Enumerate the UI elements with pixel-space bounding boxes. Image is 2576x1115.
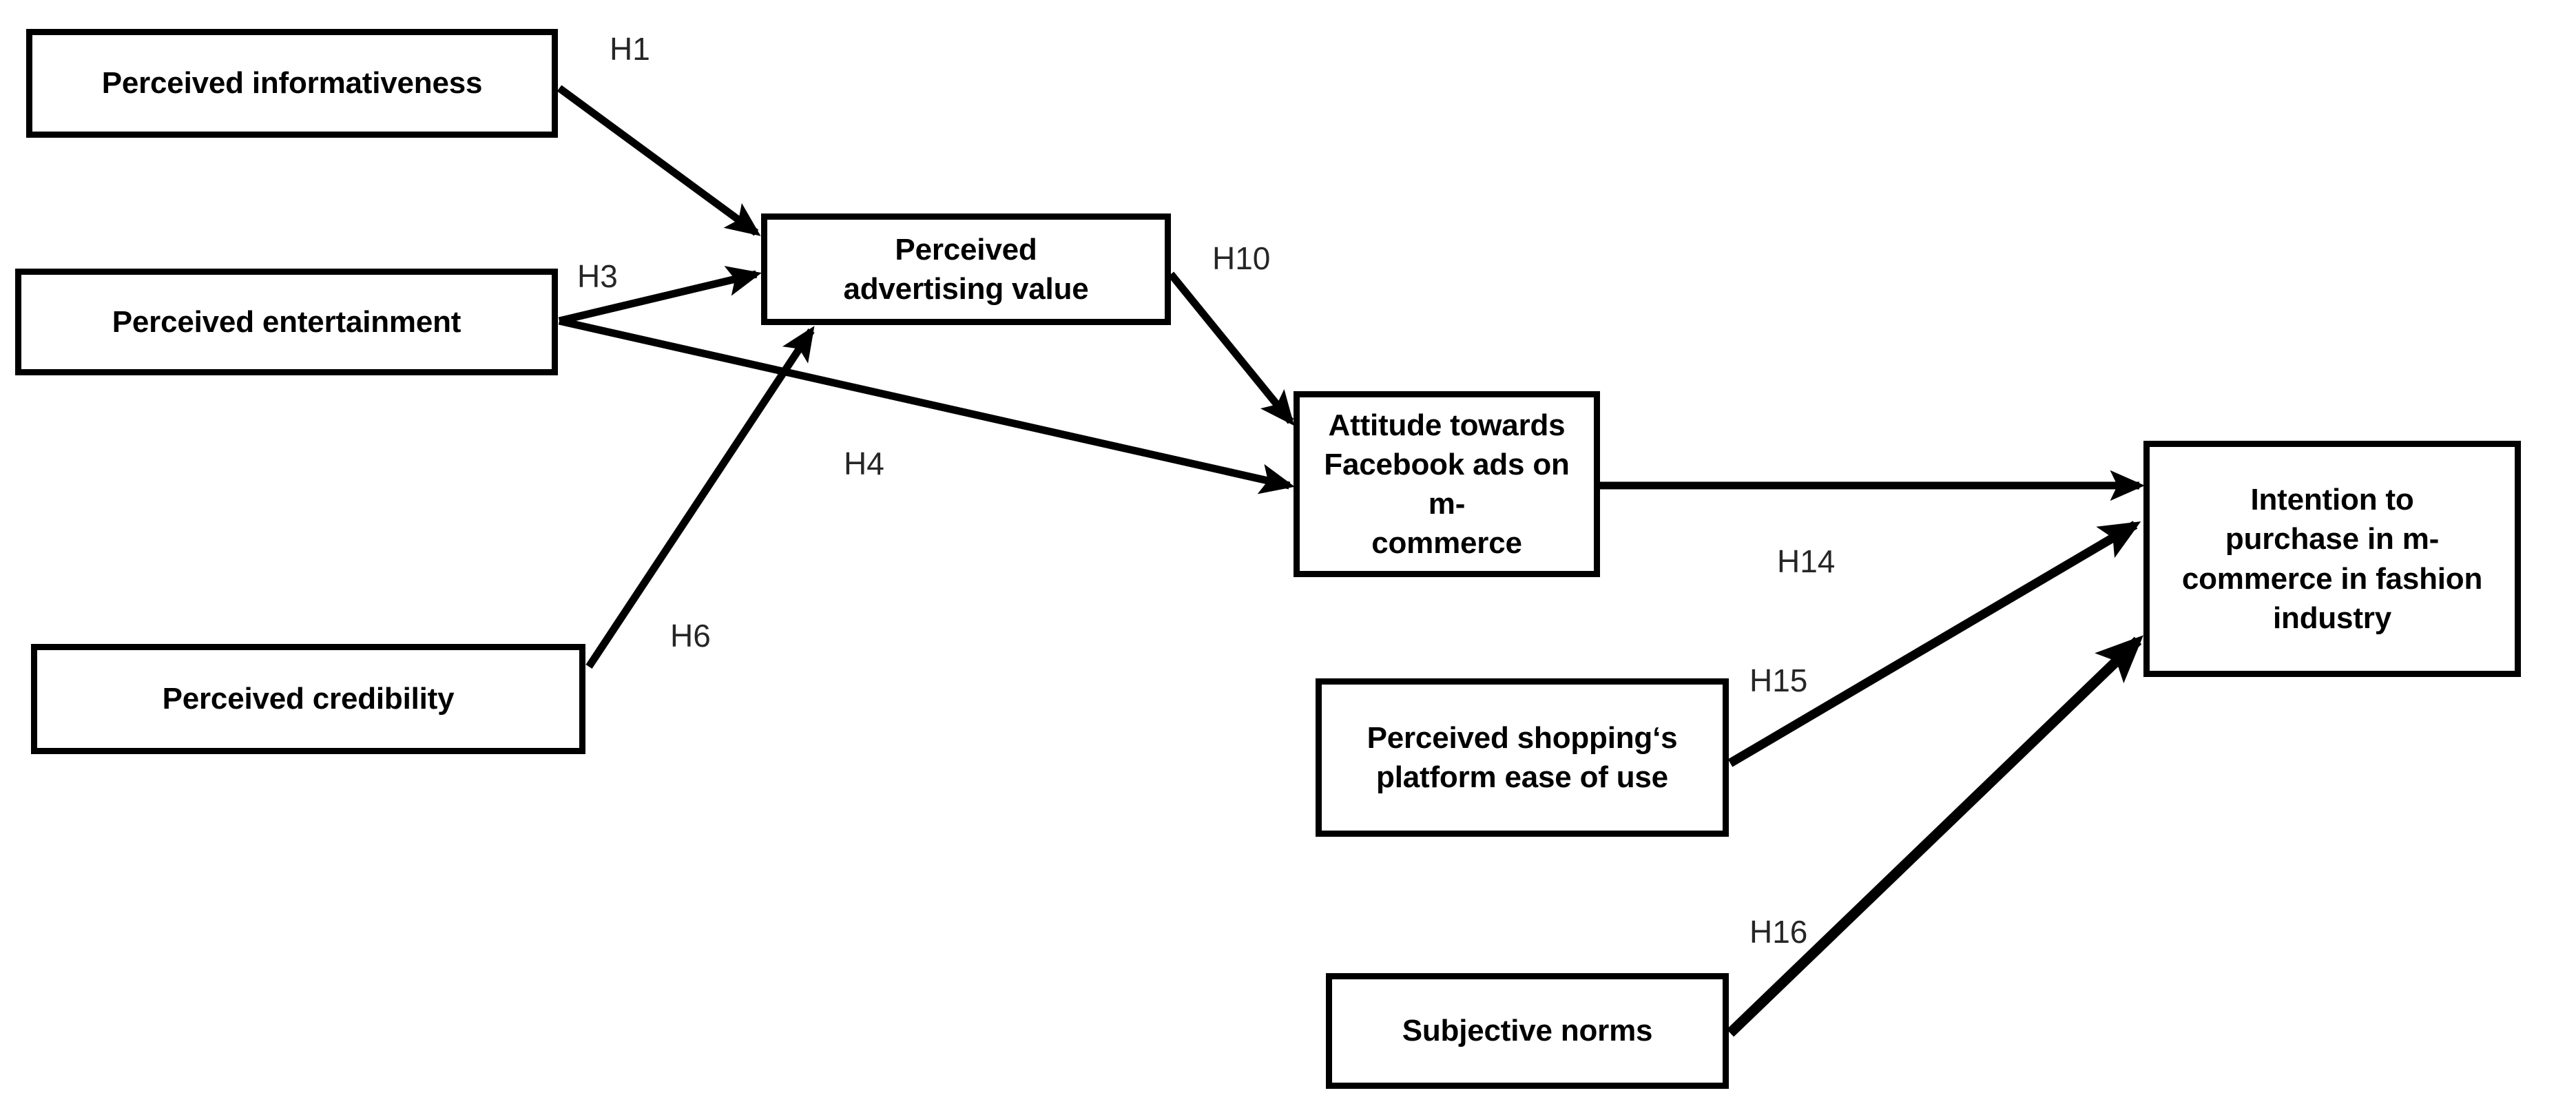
edge-label-h10: H10 <box>1212 240 1271 276</box>
node-label-subjective-norms: Subjective norms <box>1402 1014 1653 1048</box>
node-label-perceived-credibility: Perceived credibility <box>162 682 455 716</box>
edge-label-h6: H6 <box>670 618 711 654</box>
node-label-perceived-advertising-value: Perceived advertising value <box>843 232 1089 306</box>
node-attitude-towards-facebook-ads: Attitude towards Facebook ads on m- comm… <box>1294 391 1600 577</box>
edge-label-h15: H15 <box>1749 663 1808 698</box>
node-label-perceived-informativeness: Perceived informativeness <box>101 66 483 101</box>
edge-label-h16: H16 <box>1749 914 1808 950</box>
edge-h10 <box>1167 271 1295 426</box>
edge-h1 <box>557 85 761 236</box>
edge-label-h3: H3 <box>577 258 618 294</box>
node-perceived-platform-ease-of-use: Perceived shopping‘s platform ease of us… <box>1316 678 1729 837</box>
node-perceived-advertising-value: Perceived advertising value <box>761 213 1171 325</box>
node-label-perceived-platform-ease-of-use: Perceived shopping‘s platform ease of us… <box>1367 720 1678 794</box>
node-perceived-credibility: Perceived credibility <box>31 644 585 754</box>
node-subjective-norms: Subjective norms <box>1326 973 1729 1089</box>
node-label-intention-to-purchase: Intention to purchase in m- commerce in … <box>2181 483 2483 635</box>
node-perceived-informativeness: Perceived informativeness <box>26 29 558 138</box>
node-label-perceived-entertainment: Perceived entertainment <box>112 304 461 339</box>
edge-h6 <box>585 326 815 669</box>
node-perceived-entertainment: Perceived entertainment <box>15 269 558 375</box>
edge-label-h4: H4 <box>844 446 884 481</box>
edge-label-h1: H1 <box>610 31 650 67</box>
node-intention-to-purchase: Intention to purchase in m- commerce in … <box>2143 441 2521 677</box>
node-label-attitude-towards-facebook-ads: Attitude towards Facebook ads on m- comm… <box>1324 408 1570 561</box>
edge-label-h14: H14 <box>1777 543 1836 579</box>
edge-h4 <box>558 317 1295 494</box>
edge-h16 <box>1726 635 2143 1037</box>
